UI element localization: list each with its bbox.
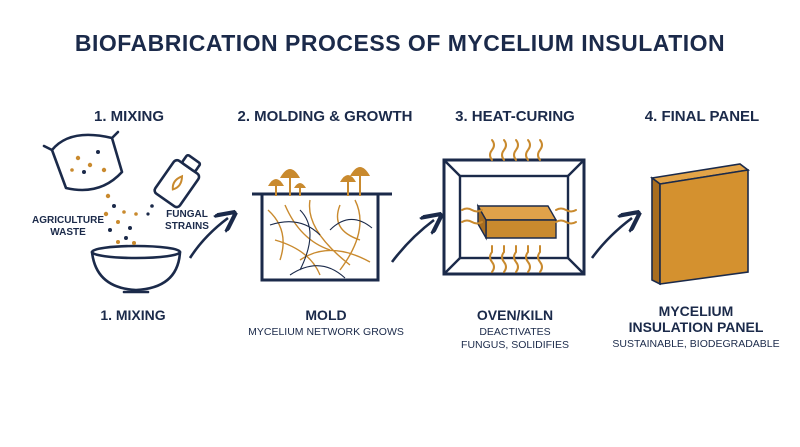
step-3-heading: 3. HEAT-CURING	[455, 108, 575, 125]
insulation-panel-icon	[650, 163, 750, 286]
mold-container-icon	[252, 192, 392, 282]
step-1-heading: 1. MIXING	[93, 108, 164, 125]
fungal-strains-label: FUNGAL STRAINS	[165, 209, 209, 232]
flow-arrow-3	[590, 218, 632, 259]
step-2-heading: 2. MOLDING & GROWTH	[237, 108, 413, 125]
step-1-caption: 1. MIXING	[33, 307, 233, 323]
falling-particles	[103, 193, 138, 232]
step-4-caption: MYCELIUM INSULATION PANEL SUSTAINABLE, B…	[596, 303, 796, 351]
step-3-caption-title: OVEN/KILN	[476, 307, 554, 323]
step-2-description: MYCELIUM NETWORK GROWS	[248, 326, 404, 338]
step-2-caption: MOLD MYCELIUM NETWORK GROWS	[226, 307, 426, 339]
heat-waves-icon	[461, 139, 577, 273]
agriculture-waste-label: AGRICULTURE WASTE	[31, 215, 105, 238]
flow-arrow-2	[390, 220, 434, 263]
step-4-caption-title: MYCELIUM INSULATION PANEL	[628, 303, 764, 335]
step-4-heading: 4. FINAL PANEL	[644, 108, 760, 125]
mixing-bowl-icon	[90, 236, 182, 294]
waste-sack-icon	[42, 130, 124, 192]
curing-slab-icon	[476, 203, 558, 241]
flow-arrow-1	[188, 218, 228, 259]
step-2-caption-title: MOLD	[305, 307, 347, 323]
mushroom-icons	[268, 167, 370, 196]
step-1-caption-title: 1. MIXING	[100, 307, 166, 323]
step-3-description: DEACTIVATES FUNGUS, SOLIDIFIES	[461, 326, 569, 351]
page-title: BIOFABRICATION PROCESS OF MYCELIUM INSUL…	[74, 30, 726, 56]
fungal-bottle-icon	[146, 153, 202, 216]
step-4-description: SUSTAINABLE, BIODEGRADABLE	[612, 338, 780, 350]
step-3-caption: OVEN/KILN DEACTIVATES FUNGUS, SOLIDIFIES	[415, 307, 615, 352]
